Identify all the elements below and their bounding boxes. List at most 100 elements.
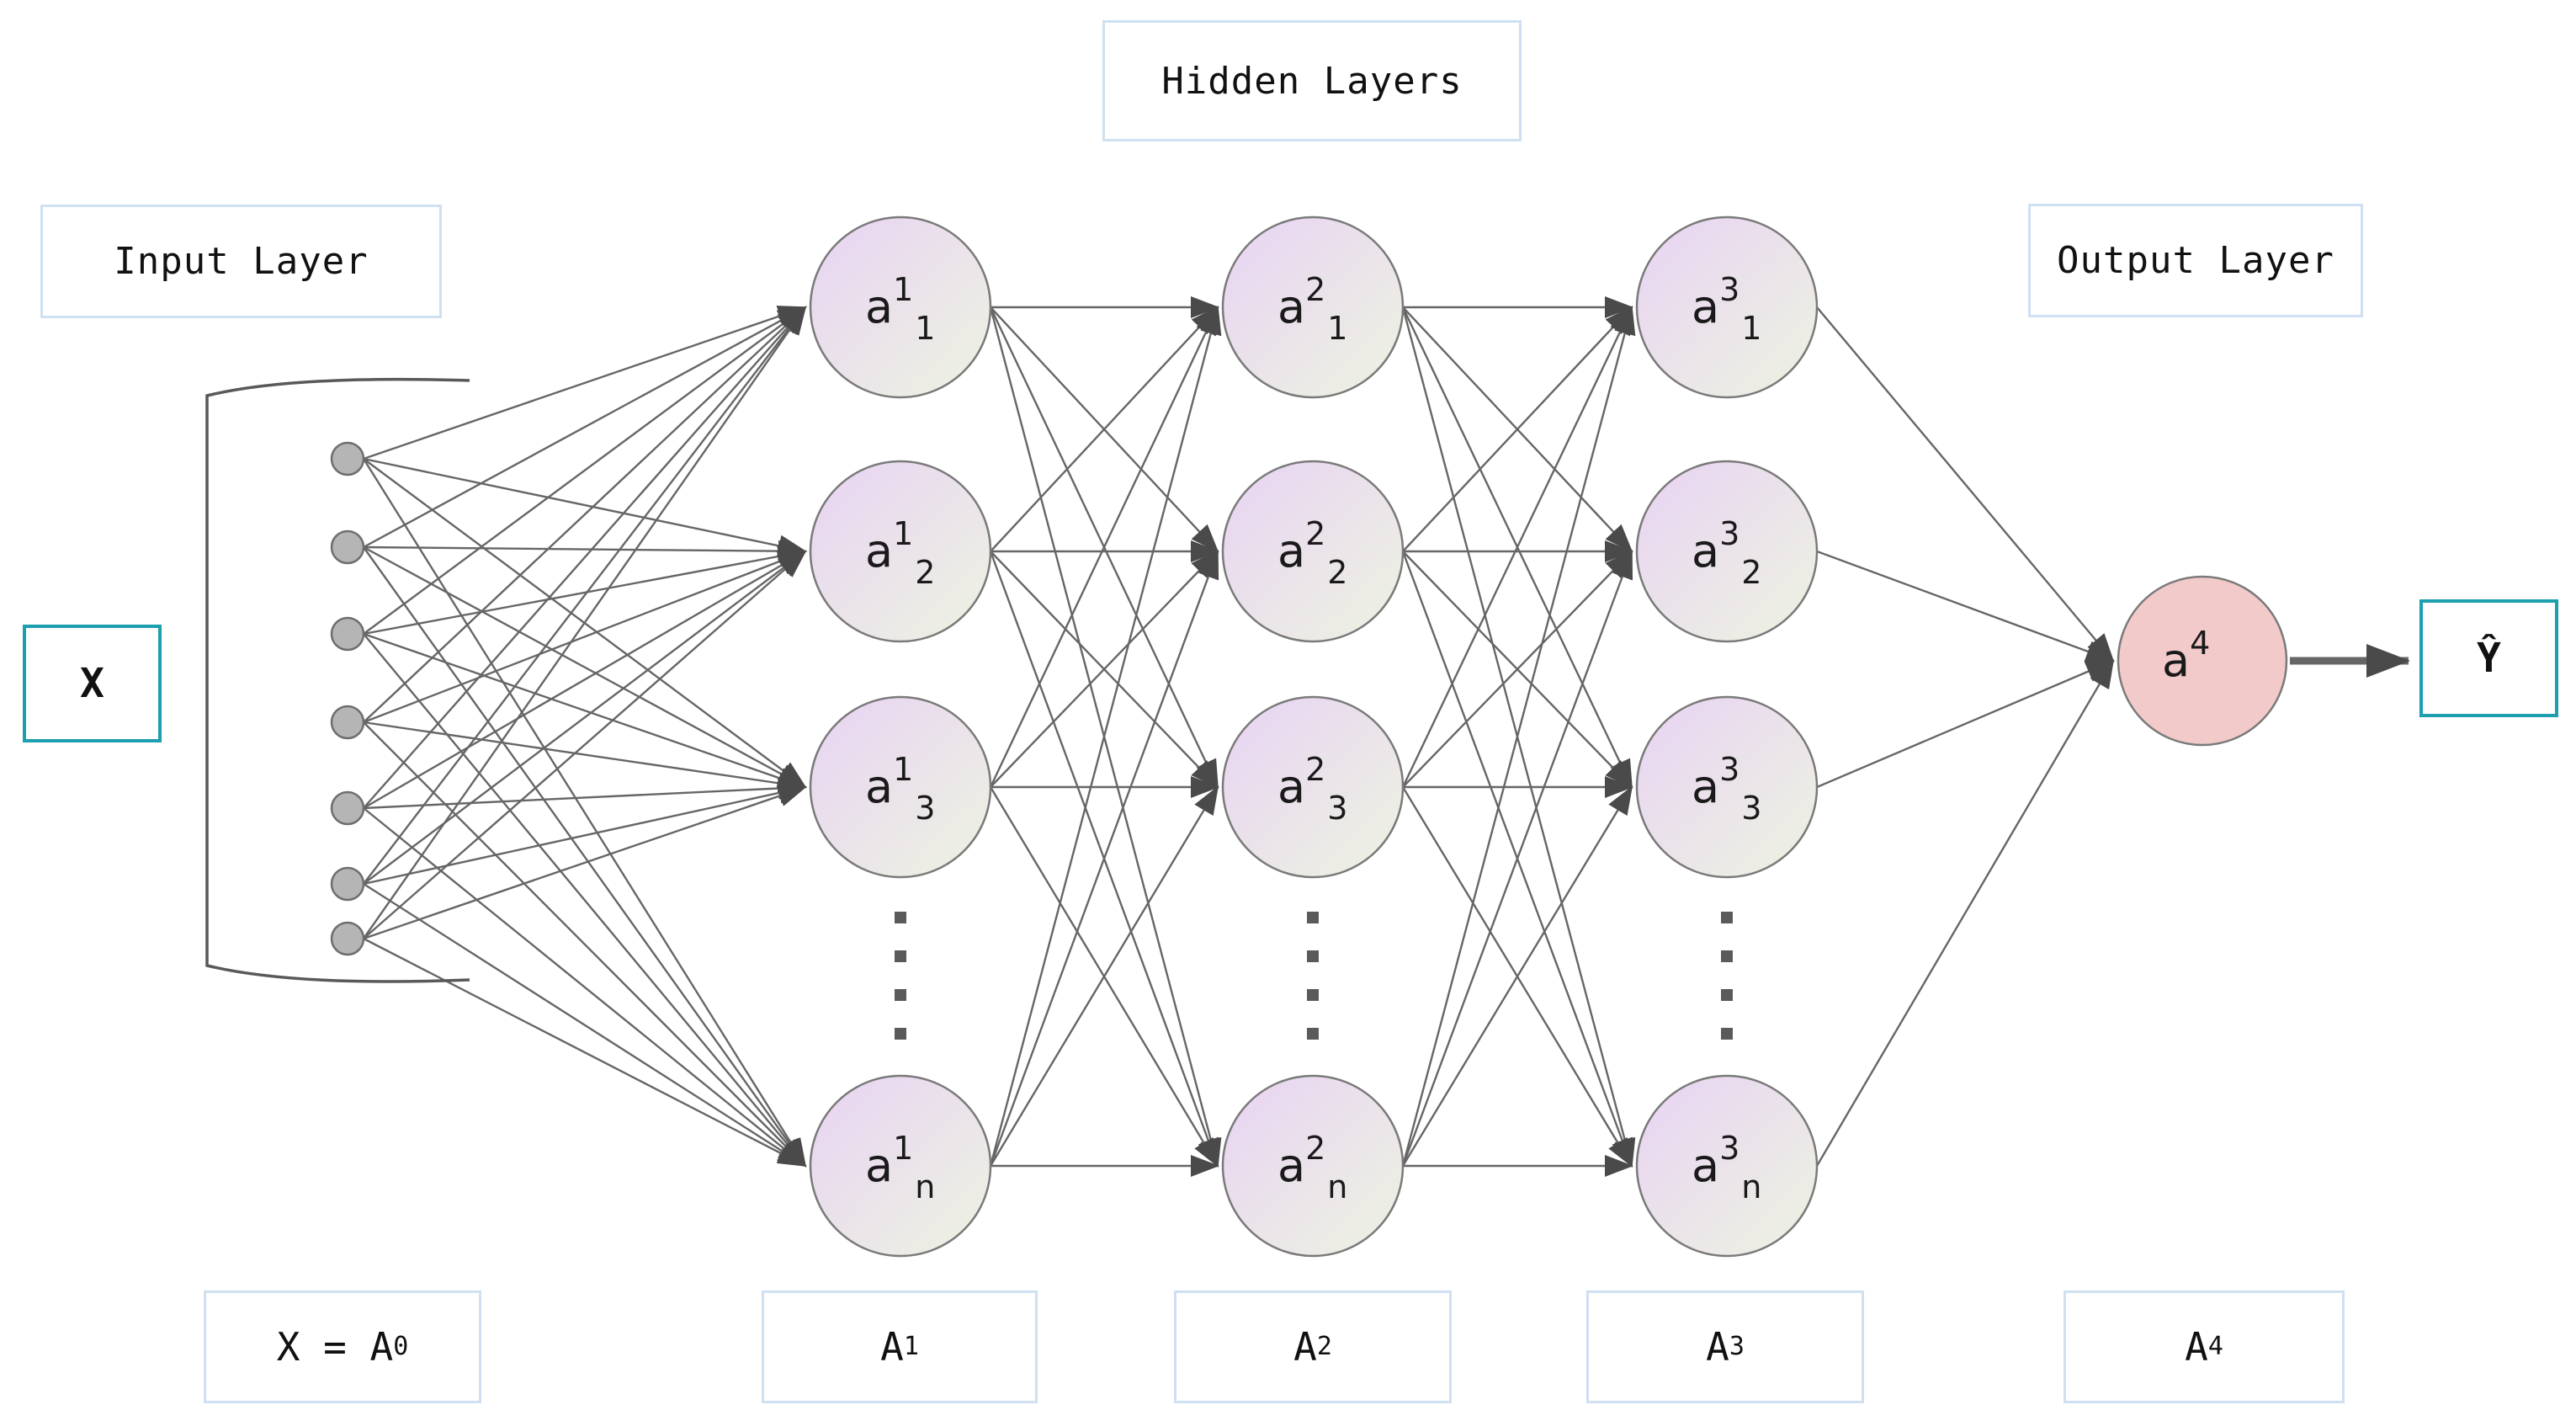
edge-h1-to-h2 bbox=[990, 306, 1219, 552]
hidden-node-a1-3 bbox=[809, 695, 992, 879]
hidden-layers-label: Hidden Layers bbox=[1161, 59, 1463, 103]
edge-input-to-h1 bbox=[363, 546, 807, 1168]
edge-input-to-h1 bbox=[363, 882, 807, 1168]
edge-input-to-h1 bbox=[363, 306, 807, 939]
edge-input-to-h1 bbox=[363, 306, 807, 549]
input-bracket bbox=[205, 377, 470, 983]
ellipsis-dot bbox=[1721, 912, 1733, 923]
edge-input-to-h1 bbox=[363, 306, 807, 809]
edge-h1-to-h2 bbox=[989, 785, 1219, 1167]
edge-input-to-h1 bbox=[362, 458, 807, 1168]
edge-h3-to-output bbox=[1815, 659, 2115, 1167]
edge-h1-to-h2 bbox=[989, 306, 1219, 788]
edge-input-to-h1 bbox=[363, 306, 807, 635]
input-dot bbox=[330, 529, 365, 565]
bottom-label-base: A bbox=[2185, 1324, 2208, 1370]
hidden-node-a3-n bbox=[1635, 1074, 1819, 1258]
ellipsis-dot bbox=[1721, 950, 1733, 962]
hidden-node-label-a2-1: a21 bbox=[1277, 271, 1347, 347]
edge-h2-to-h3 bbox=[1401, 306, 1636, 1167]
edge-h2-to-h3 bbox=[1401, 785, 1633, 1167]
bottom-label-base: A bbox=[1706, 1324, 1729, 1370]
hidden-node-a3-2 bbox=[1635, 460, 1819, 643]
hidden-node-a3-1 bbox=[1635, 215, 1819, 399]
input-layer-label: Input Layer bbox=[114, 240, 369, 283]
edge-input-to-h1 bbox=[363, 550, 807, 939]
ellipsis-dot bbox=[1721, 1028, 1733, 1040]
output-yhat-symbol: Ŷ bbox=[2477, 635, 2501, 682]
edge-h2-to-h3 bbox=[1401, 306, 1633, 788]
ellipsis-dot bbox=[895, 950, 906, 962]
hidden-node-a1-1 bbox=[809, 215, 992, 399]
edge-input-to-h1 bbox=[363, 306, 807, 460]
output-node-a4 bbox=[2117, 575, 2288, 747]
edge-input-to-h1 bbox=[363, 721, 807, 1168]
ellipsis-dot bbox=[1307, 950, 1319, 962]
edge-input-to-h1 bbox=[363, 633, 807, 1168]
hidden-node-a1-2 bbox=[809, 460, 992, 643]
ellipsis-dot bbox=[1307, 1028, 1319, 1040]
input-layer-label-box: Input Layer bbox=[40, 205, 442, 318]
edge-input-to-h1 bbox=[363, 785, 807, 940]
hidden-node-a2-1 bbox=[1221, 215, 1405, 399]
hidden-node-label-a2-3: a23 bbox=[1277, 751, 1347, 827]
edge-input-to-h1 bbox=[363, 545, 807, 636]
edge-h1-to-h2 bbox=[989, 306, 1222, 1167]
bottom-label-base: A bbox=[1293, 1324, 1317, 1370]
hidden-node-a2-n bbox=[1221, 1074, 1405, 1258]
input-dot bbox=[330, 866, 365, 902]
output-layer-label-box: Output Layer bbox=[2028, 204, 2363, 317]
edge-input-to-h1 bbox=[363, 306, 807, 885]
ellipsis-dot bbox=[895, 1028, 906, 1040]
edge-h3-to-output bbox=[1816, 550, 2115, 662]
input-dot bbox=[330, 441, 365, 476]
edge-input-to-h1 bbox=[363, 777, 807, 810]
edge-h2-to-h3 bbox=[1401, 550, 1633, 1167]
hidden-node-label-a3-2: a32 bbox=[1692, 515, 1761, 591]
hidden-node-a3-3 bbox=[1635, 695, 1819, 879]
input-x-box: X bbox=[23, 625, 162, 742]
edge-input-to-h1 bbox=[363, 550, 807, 885]
hidden-layers-label-box: Hidden Layers bbox=[1102, 20, 1522, 141]
edge-input-to-h1 bbox=[363, 545, 807, 789]
hidden-node-label-a1-3: a13 bbox=[865, 751, 935, 827]
hidden-node-label-a3-1: a31 bbox=[1692, 271, 1761, 347]
hidden-node-label-a1-n: a1n bbox=[865, 1130, 935, 1205]
output-node-label-a4: a4 bbox=[2162, 625, 2210, 687]
edge-h3-to-output bbox=[1816, 659, 2115, 789]
edge-h1-to-h2 bbox=[989, 550, 1219, 1167]
edge-input-to-h1 bbox=[363, 550, 807, 810]
edge-h2-to-h3 bbox=[1402, 550, 1633, 788]
edge-input-to-h1 bbox=[363, 782, 807, 886]
hidden-node-a1-n bbox=[809, 1074, 992, 1258]
ellipsis-dot bbox=[895, 989, 906, 1001]
input-dot bbox=[330, 616, 365, 652]
bottom-label-base: X = A bbox=[276, 1324, 394, 1370]
input-dot bbox=[330, 790, 365, 826]
edge-input-to-h1 bbox=[363, 721, 807, 795]
edge-input-to-h1 bbox=[363, 306, 807, 723]
hidden-node-label-a1-2: a12 bbox=[865, 515, 935, 591]
hidden-node-label-a2-n: a2n bbox=[1277, 1130, 1347, 1205]
edge-input-to-h1 bbox=[363, 632, 807, 789]
output-yhat-box: Ŷ bbox=[2419, 599, 2558, 717]
edge-h2-to-h3 bbox=[1402, 306, 1633, 552]
edge-h1-to-h2 bbox=[990, 550, 1219, 788]
output-layer-label: Output Layer bbox=[2057, 239, 2334, 282]
input-dot bbox=[330, 705, 365, 740]
edge-h3-to-output bbox=[1816, 306, 2115, 662]
edge-input-to-h1 bbox=[363, 550, 807, 724]
edge-input-to-h1 bbox=[363, 937, 807, 1168]
hidden-node-label-a1-1: a11 bbox=[865, 271, 935, 347]
input-x-symbol: X bbox=[80, 660, 104, 707]
hidden-node-a2-2 bbox=[1221, 460, 1405, 643]
ellipsis-dot bbox=[1307, 912, 1319, 923]
edge-input-to-h1 bbox=[363, 457, 807, 557]
